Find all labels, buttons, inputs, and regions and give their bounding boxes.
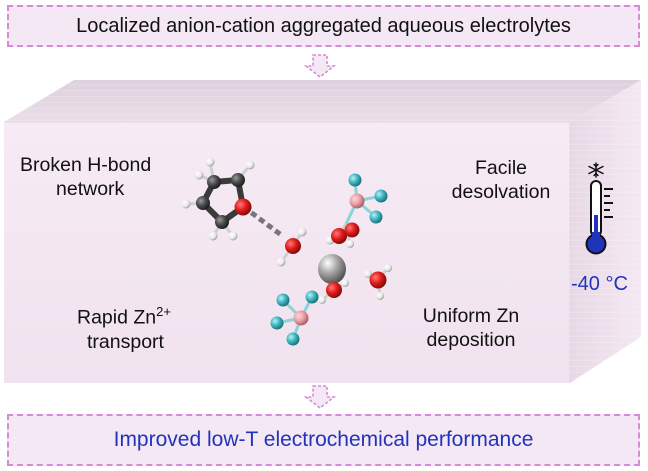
uniform-zn-line2: deposition [426, 329, 516, 351]
broken-hbond-label: Broken H-bond network [20, 153, 151, 201]
water-molecule-lower [318, 279, 349, 304]
zn-charge: 2+ [156, 304, 171, 319]
rapid-zn-transport-label: Rapid Zn2+ transport [77, 300, 171, 354]
facile-desolvation-label: Facile desolvation [441, 156, 561, 204]
bottom-banner: Improved low-T electrochemical performan… [7, 414, 640, 466]
water-molecule [276, 227, 307, 267]
top-banner: Localized anion-cation aggregated aqueou… [7, 5, 640, 47]
electrolyte-box [4, 80, 641, 383]
down-arrow-icon [303, 54, 337, 79]
ether-molecule [181, 157, 255, 241]
broken-hbond-line2: network [56, 178, 125, 200]
temperature-label: -40 °C [571, 273, 628, 295]
anion-cluster-upper [325, 173, 388, 248]
snowflake-icon [588, 162, 604, 178]
top-banner-text: Localized anion-cation aggregated aqueou… [76, 14, 571, 37]
free-water-molecule [364, 264, 392, 300]
zinc-ion [318, 254, 346, 284]
down-arrow-icon [303, 385, 337, 410]
uniform-zn-line1: Uniform Zn [422, 305, 520, 327]
broken-hbond-line1: Broken H-bond [20, 154, 152, 176]
rapid-zn-text: Rapid Zn [77, 306, 157, 329]
facile-desolvation-line2: desolvation [451, 181, 551, 203]
rapid-zn-transport-line2: transport [87, 330, 164, 353]
thermometer-icon [585, 180, 613, 255]
anion-cluster-lower [270, 290, 319, 346]
bottom-banner-text: Improved low-T electrochemical performan… [113, 428, 534, 451]
hydrogen-bond [249, 210, 282, 237]
rapid-zn-transport-line1: Rapid Zn2+ [77, 300, 171, 330]
uniform-zn-deposition-label: Uniform Zn deposition [409, 304, 533, 352]
facile-desolvation-line1: Facile [474, 157, 528, 179]
